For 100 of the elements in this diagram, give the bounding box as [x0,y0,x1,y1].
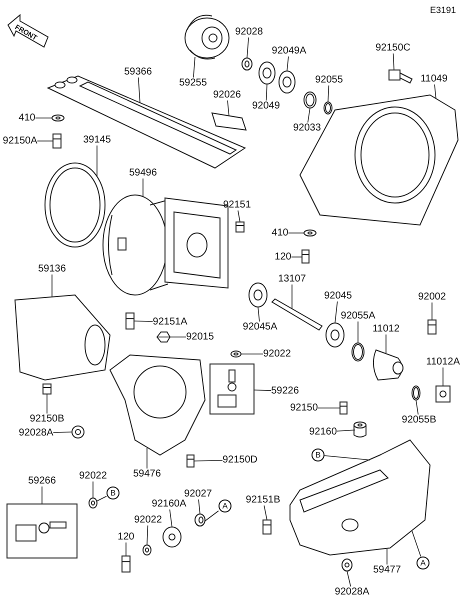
bolt-drawing [122,556,130,572]
part-number: 410 [18,112,36,124]
part-number: 92150 [290,402,318,414]
part-number: 92150B [30,414,64,424]
part-number: 11012A [426,356,460,368]
bolt-drawing [42,384,52,394]
reference-letter: B [312,448,324,462]
leader-line [258,306,260,322]
part-number: 59366 [124,66,152,78]
leader-line [138,77,140,104]
collar-drawing [194,514,206,526]
bearing-drawing [258,62,276,84]
washer-drawing [52,114,64,122]
bolt-drawing [388,70,413,84]
leader-line [46,394,48,414]
ring-drawing [44,162,106,248]
leader-line [52,432,72,433]
part-number: 92150C [375,42,411,54]
part-number: 92027 [184,488,212,500]
nut-drawing [342,558,352,572]
part-number: 59226 [271,386,299,396]
leader-line [264,505,268,520]
nozzle-drawing [14,294,111,381]
leader-line [324,455,370,460]
part-number: 59266 [28,476,56,486]
cover-drawing [290,439,431,556]
part-number: 59476 [133,468,161,480]
part-number: 59496 [129,168,157,178]
part-number: 59477 [373,564,401,576]
leader-line [334,301,338,324]
cap-drawing [436,386,450,402]
collar-drawing [354,422,366,438]
leader-line [204,510,219,522]
collar-drawing [162,526,182,548]
leader-line [290,256,302,258]
leader-line [386,548,388,565]
washer-drawing [142,544,152,556]
part-number: 59136 [38,264,66,274]
part-number: 410 [272,228,288,238]
part-number: 120 [274,252,292,262]
drawing-code: E3191 [430,5,456,15]
leader-line [169,509,172,528]
leader-line [134,320,154,322]
leader-line [288,232,304,234]
bolt-drawing [186,454,194,468]
cone-drawing [372,350,404,380]
leader-line [194,460,223,462]
bolt-drawing [302,250,310,264]
part-number: 92150D [222,454,258,466]
kit-drawing [6,504,78,558]
leader-line [227,100,230,116]
leader-line [156,336,186,338]
leader-line [146,525,148,546]
washer-drawing [88,498,98,508]
part-number: 92160 [309,426,337,438]
bolt-drawing [236,222,244,232]
bearing-drawing [278,70,296,94]
leader-line [146,448,148,469]
part-number: 13107 [278,274,306,284]
leader-line [193,56,196,78]
o-ring-drawing [324,102,332,114]
part-number: 92049A [272,46,306,56]
o-ring-drawing [352,342,364,362]
nut-drawing [156,332,171,342]
reference-letter: A [416,556,430,570]
part-number: 92028A [18,428,54,438]
washer-drawing [304,230,316,236]
part-number: 11012 [372,324,400,334]
bearing-drawing [248,282,268,308]
part-number: 92055B [402,414,436,426]
nut-drawing [72,426,84,438]
leader-line [434,84,436,100]
leader-line [286,56,289,72]
bolt-drawing [262,520,272,534]
part-number: 92049 [252,100,280,112]
part-number: 92002 [418,292,446,302]
part-number: 59255 [179,78,207,88]
part-number: 92015 [186,332,214,342]
reference-letter: A [218,500,232,512]
bolt-drawing [340,402,348,414]
leader-line [142,178,144,198]
leader-line [266,84,268,101]
deflector-drawing [109,354,206,456]
leader-line [238,210,240,222]
part-number: 92033 [293,122,321,134]
reference-letter: B [106,486,120,500]
washer-drawing [230,350,242,358]
leader-line [246,37,249,58]
part-number: 92151A [152,316,188,328]
part-number: 92026 [213,90,241,100]
leader-line [307,108,310,123]
leader-line [392,53,394,70]
kit-drawing [210,364,254,414]
part-number: 92055 [315,74,343,86]
part-number: 92045A [242,322,278,332]
part-number: 120 [118,532,134,542]
bolt-drawing [428,320,436,334]
leader-line [328,85,330,102]
leader-line [412,530,422,557]
leader-line [198,499,200,514]
